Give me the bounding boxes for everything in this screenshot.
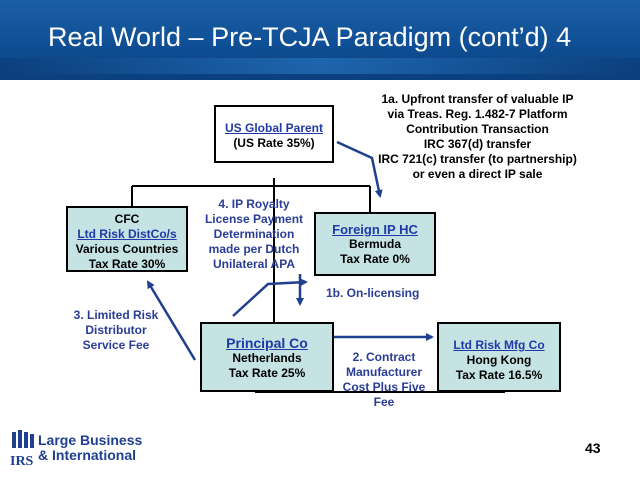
irs-eagle-logo	[12, 430, 34, 448]
arrow-1a-ip-transfer	[336, 140, 383, 198]
foreign-ip-hc-box: Foreign IP HC Bermuda Tax Rate 0%	[314, 212, 436, 276]
note-1b: 1b. On-licensing	[326, 286, 420, 300]
title-banner	[0, 0, 640, 80]
lbi-brand: Large Business & International	[38, 432, 143, 463]
arrow-3-service-fee	[146, 280, 197, 361]
cfc-box: CFC Ltd Risk DistCo/s Various Countries …	[66, 206, 188, 272]
page-number: 43	[585, 440, 601, 456]
parent-rate: (US Rate 35%)	[233, 136, 315, 150]
arrow-4-royalty	[232, 278, 308, 317]
slide-title: Real World – Pre-TCJA Paradigm (cont’d) …	[48, 22, 572, 52]
principal-co-box: Principal Co Netherlands Tax Rate 25%	[200, 322, 334, 392]
us-global-parent-box: US Global Parent (US Rate 35%)	[214, 105, 334, 163]
parent-name: US Global Parent	[224, 121, 324, 135]
irs-wordmark: IRS	[10, 454, 34, 469]
ltd-risk-mfg-co-box: Ltd Risk Mfg Co Hong Kong Tax Rate 16.5%	[437, 322, 561, 392]
